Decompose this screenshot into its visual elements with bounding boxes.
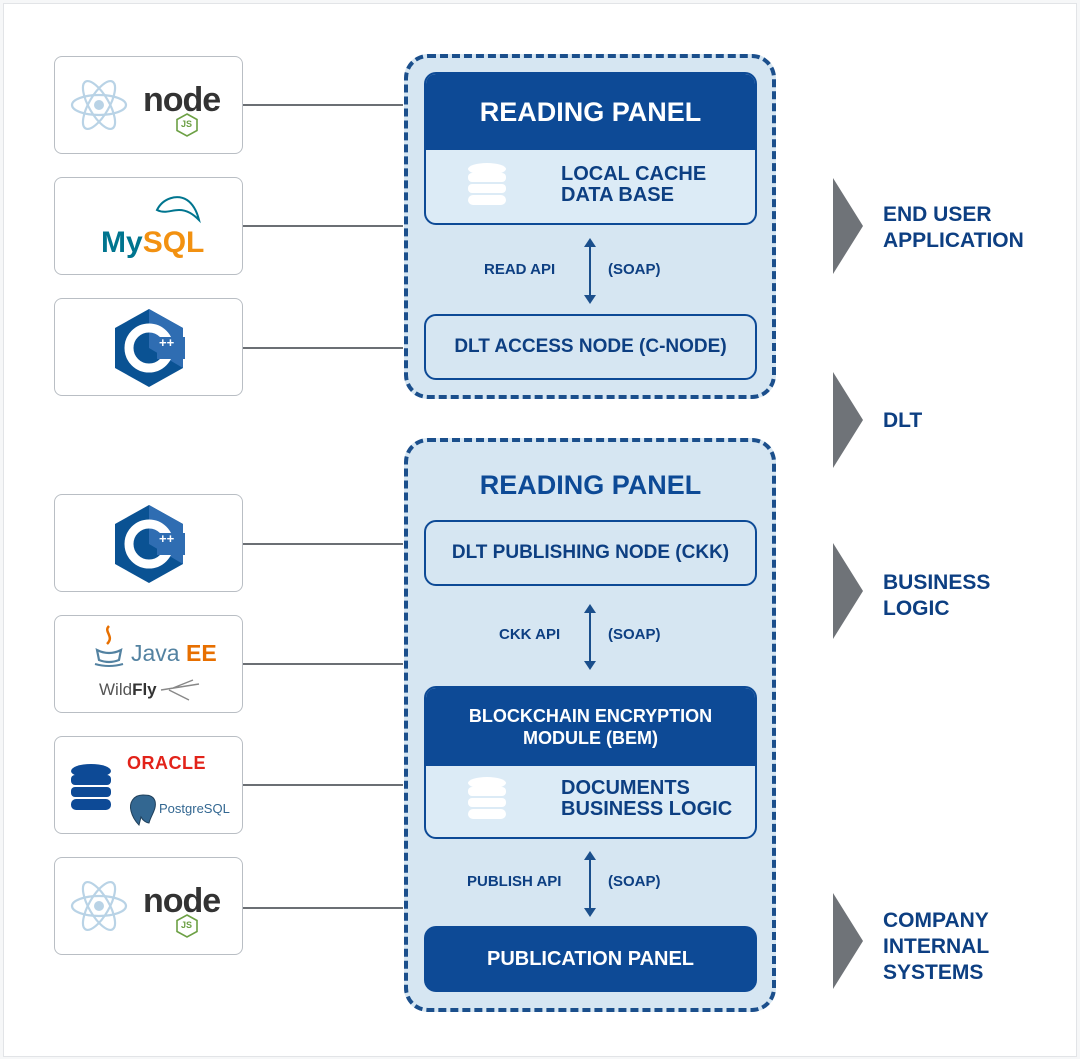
documents-line1: DOCUMENTS [561,777,690,799]
layer-label-business: BUSINESS LOGIC [883,570,990,622]
bem-title-line1: BLOCKCHAIN ENCRYPTION [468,706,713,726]
bem-title-line2: MODULE (BEM) [523,728,658,748]
database-icon [468,163,506,205]
bem-module: BLOCKCHAIN ENCRYPTION MODULE (BEM) DOCUM… [424,686,757,839]
publish-api-arrow [584,851,596,917]
documents-line2: BUSINESS LOGIC [561,798,733,820]
node-js-hex-icon [176,914,198,938]
layer-chevron [833,893,863,989]
layer-label-company: COMPANY INTERNAL SYSTEMS [883,908,989,986]
local-cache-label: LOCAL CACHE DATA BASE [561,164,706,206]
lower-reading-panel-title: READING PANEL [479,470,702,500]
database-icon [71,764,111,810]
logo-box-java-wildfly: Java EE WildFly [54,615,243,713]
react-icon [70,880,128,932]
node-js-text: JS [181,920,193,930]
node-logo-text: node [143,81,221,119]
logo-box-cpp-1: ++ [54,298,243,396]
cpp-plus-text: ++ [159,335,175,350]
cpp-icon [115,309,185,387]
wildfly-text-a: Wild [99,680,133,699]
connector-line [243,543,403,545]
react-icon [70,79,128,131]
node-logo-text: node [143,882,221,920]
bem-title: BLOCKCHAIN ENCRYPTION MODULE (BEM) [426,688,755,766]
connector-line [243,225,403,227]
dlt-access-node: DLT ACCESS NODE (C-NODE) [424,314,757,380]
layer-label-line: APPLICATION [883,229,1024,252]
connector-line [243,104,403,106]
oracle-logo: ORACLE [127,753,206,773]
layer-label-line: BUSINESS [883,571,991,594]
database-icon [468,777,506,819]
documents-section: DOCUMENTS BUSINESS LOGIC [426,764,755,837]
read-api-label: READ API [484,261,556,278]
mysql-logo: MySQL [101,226,204,260]
layer-label-line: COMPANY [883,909,989,932]
local-cache-line1: LOCAL CACHE [561,163,707,185]
dlt-publishing-node: DLT PUBLISHING NODE (CKK) [424,520,757,586]
layer-chevron [833,372,863,468]
postgres-logo: PostgreSQL [159,801,230,816]
cpp-plus-text: ++ [159,531,175,546]
mysql-logo-part2: SQL [142,226,205,259]
mysql-logo-part1: My [101,226,143,259]
layer-label-line: INTERNAL [883,935,990,958]
ckk-api-arrow [584,604,596,670]
logo-box-mysql: MySQL [54,177,243,275]
logo-box-react-node-2: node JS [54,857,243,955]
local-cache-line2: DATA BASE [561,184,674,206]
layer-label-line: DLT [883,409,923,432]
reading-panel-title: READING PANEL [426,74,755,150]
dolphin-icon [155,196,201,224]
layer-label-dlt: DLT [883,408,922,434]
read-api-arrow [584,238,596,304]
java-cup-icon [94,625,124,667]
documents-label: DOCUMENTS BUSINESS LOGIC [561,778,732,820]
local-cache-section: LOCAL CACHE DATA BASE [426,148,755,223]
reading-panel-cache: READING PANEL LOCAL CACHE DATA BASE [424,72,757,225]
read-api-protocol: (SOAP) [608,261,661,278]
layer-chevron [833,178,863,274]
publish-api-protocol: (SOAP) [608,873,661,890]
connector-line [243,784,403,786]
java-ee-logo: Java EE [131,640,217,667]
logo-box-cpp-2: ++ [54,494,243,592]
layer-label-line: END USER [883,203,992,226]
layer-label-line: SYSTEMS [883,961,984,984]
postgres-elephant-icon [130,794,156,826]
logo-box-react-node: node JS [54,56,243,154]
ckk-api-label: CKK API [499,626,561,643]
java-ee-text: EE [185,640,217,666]
layer-label-line: LOGIC [883,597,950,620]
wildfly-fly-icon [160,679,200,701]
publication-panel: PUBLICATION PANEL [424,926,757,992]
connector-line [243,663,403,665]
connector-line [243,347,403,349]
node-js-hex-icon [176,113,198,137]
wildfly-text-b: Fly [132,680,157,699]
publish-api-label: PUBLISH API [467,873,562,890]
layer-chevron [833,543,863,639]
node-js-text: JS [181,119,193,129]
java-text: Java [131,640,180,666]
cpp-icon [115,505,185,583]
ckk-api-protocol: (SOAP) [608,626,661,643]
connector-line [243,907,403,909]
logo-box-oracle-postgres: ORACLE PostgreSQL [54,736,243,834]
wildfly-logo: WildFly [99,680,157,700]
layer-label-end-user: END USER APPLICATION [883,202,1024,254]
